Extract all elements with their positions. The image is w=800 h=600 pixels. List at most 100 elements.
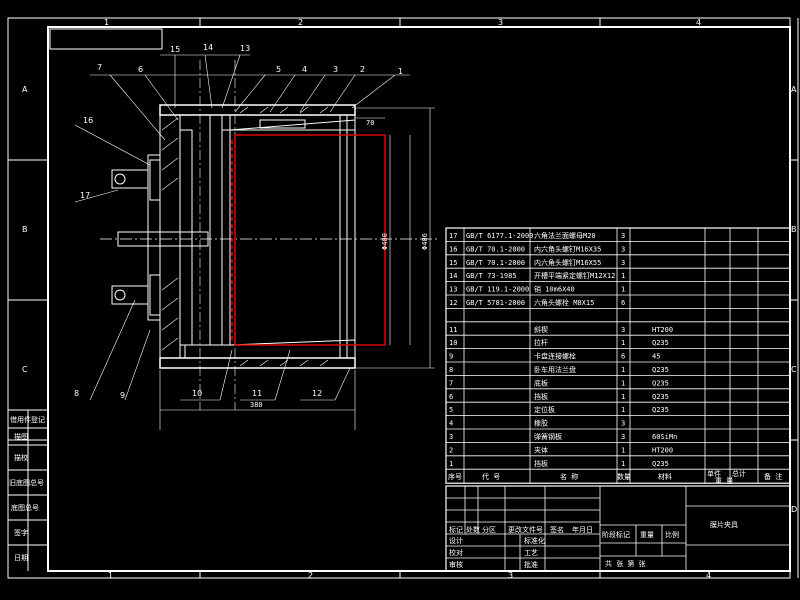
bom-row-qty: 3 [621, 259, 625, 267]
balloon-4: 4 [302, 65, 307, 74]
stage-mark: 阶段标记 [602, 530, 630, 539]
drawing-name: 膜片夹具 [710, 520, 738, 529]
bom-row-no: 17 [449, 232, 457, 240]
bom-row-code: GB/T 6177.1-2000 [466, 232, 533, 240]
role-approve: 批准 [524, 560, 538, 569]
left-strip-labels: 借用件登记 描图 描校 旧底图总号 底图总号 签字 日期 [9, 415, 45, 562]
bom-row-material: HT200 [652, 446, 673, 454]
bom-row-qty: 6 [621, 353, 625, 361]
zone-right-c: C [791, 365, 797, 374]
bom-row-material: 45 [652, 353, 660, 361]
balloon-5: 5 [276, 65, 281, 74]
bom-row-qty: 1 [621, 366, 625, 374]
zone-top-4: 4 [696, 18, 701, 27]
balloon-3: 3 [333, 65, 338, 74]
bom-row-no: 1 [449, 460, 453, 468]
zone-bottom-1: 1 [108, 571, 113, 580]
bom-row-name: 挡板 [534, 392, 548, 401]
bom-header-name: 名 称 [560, 472, 578, 481]
strip-label: 签字 [14, 528, 28, 537]
bom-row-name: 卡盘连接螺栓 [534, 352, 576, 361]
zone-bottom-3: 3 [508, 571, 513, 580]
bom-row-name: 橡胶 [534, 419, 548, 428]
balloon-16: 16 [83, 116, 93, 125]
title-block-text: 膜片夹具 标记 处数 分区 更改文件号 签名 年月日 设计 校对 标准化 审核 … [449, 520, 738, 569]
bom-row-code: GB/T 5781-2000 [466, 299, 525, 307]
bom-row-qty: 3 [621, 433, 625, 441]
bom-row-code: GB/T 70.1-2000 [466, 259, 525, 267]
strip-label: 描校 [14, 453, 28, 462]
balloon-13: 13 [240, 44, 250, 53]
zone-bottom-4: 4 [706, 571, 711, 580]
bom-row-no: 14 [449, 272, 457, 280]
bom-row-material: HT200 [652, 326, 673, 334]
bom-row-qty: 6 [621, 299, 625, 307]
bom-row-no: 15 [449, 259, 457, 267]
sheet-count: 共 张 第 张 [605, 559, 646, 568]
bom-row-name: 内六角头螺钉M16X35 [534, 244, 601, 253]
rev-header-mark: 标记 [449, 525, 463, 534]
balloon-8: 8 [74, 389, 79, 398]
zone-top-3: 3 [498, 18, 503, 27]
balloon-6: 6 [138, 65, 143, 74]
zone-right-b: B [791, 225, 797, 234]
stage-scale: 比例 [665, 530, 679, 539]
dimension-texts: 70 Φ400 Φ406 380 [250, 119, 429, 409]
bom-row-no: 6 [449, 393, 453, 401]
bom-row-name: 内六角头螺钉M16X55 [534, 258, 601, 267]
rev-header-zone: 分区 [482, 525, 496, 534]
bom-row-no: 7 [449, 379, 453, 387]
drawing-frame [7, 17, 799, 579]
strip-label: 借用件登记 [10, 415, 45, 424]
dim-phi406: Φ406 [421, 233, 429, 250]
balloon-7: 7 [97, 63, 102, 72]
balloon-10: 10 [192, 389, 202, 398]
bom-row-name: 底板 [534, 378, 548, 387]
bom-row-no: 16 [449, 245, 457, 253]
zone-right-d: D [791, 505, 797, 514]
bom-row-no: 5 [449, 406, 453, 414]
left-signature-strip [8, 409, 48, 546]
bom-row-name: 挡板 [534, 459, 548, 468]
stage-weight: 重量 [640, 531, 654, 539]
bom-row-qty: 1 [621, 339, 625, 347]
dim-70: 70 [366, 119, 374, 127]
bom-header-no: 序号 [448, 472, 462, 481]
bom-table [445, 227, 791, 484]
bom-row-name: 六角法兰面螺母M20 [534, 231, 596, 240]
bom-row-material: Q235 [652, 393, 669, 401]
balloon-leaders [74, 54, 410, 401]
role-review: 审核 [449, 560, 463, 569]
title-block [445, 485, 791, 572]
balloon-11: 11 [252, 389, 262, 398]
bom-row-no: 2 [449, 446, 453, 454]
bom-header-qty: 数量 [617, 472, 631, 481]
workpiece-outline [231, 134, 386, 346]
bom-row-material: Q235 [652, 339, 669, 347]
bom-header-single: 单件 [707, 469, 721, 478]
balloon-2: 2 [360, 65, 365, 74]
bom-header-material: 材料 [658, 472, 672, 481]
bom-row-no: 11 [449, 326, 457, 334]
balloon-17: 17 [80, 191, 90, 200]
zone-top-2: 2 [298, 18, 303, 27]
bom-row-qty: 1 [621, 406, 625, 414]
balloon-1: 1 [398, 67, 403, 76]
bom-row-material: Q235 [652, 460, 669, 468]
bom-row-material: Q235 [652, 379, 669, 387]
balloon-15: 15 [170, 45, 180, 54]
role-check: 校对 [449, 548, 463, 557]
bom-row-no: 12 [449, 299, 457, 307]
assembly-section-view [100, 60, 440, 430]
zone-right-a: A [791, 85, 797, 94]
bom-row-qty: 1 [621, 286, 625, 294]
rev-header-date: 年月日 [572, 525, 593, 534]
bom-row-material: 60SiMn [652, 433, 677, 441]
balloon-14: 14 [203, 43, 213, 52]
bom-row-qty: 3 [621, 420, 625, 428]
strip-label: 描图 [14, 432, 28, 441]
dim-380: 380 [250, 401, 263, 409]
strip-label: 旧底图总号 [9, 478, 44, 487]
bom-row-name: 销 10m6X40 [534, 285, 575, 294]
bom-row-no: 13 [449, 286, 457, 294]
